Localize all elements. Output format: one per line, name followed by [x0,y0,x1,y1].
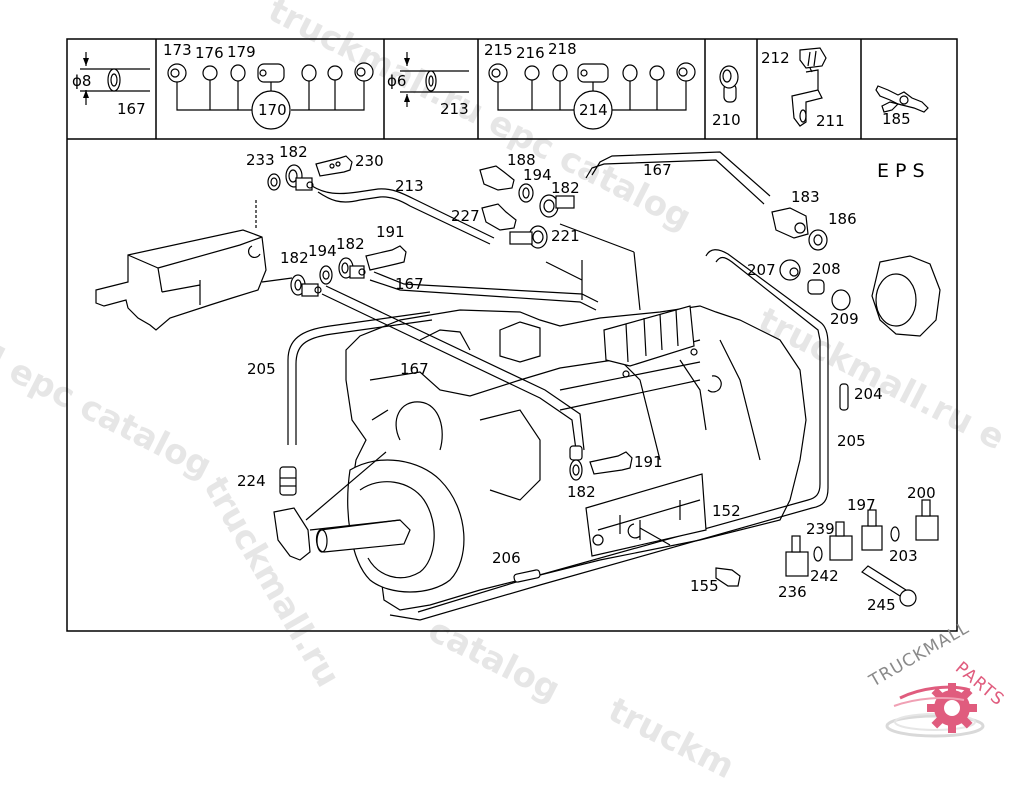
part-callout: 167 [400,360,429,378]
part-callout: 182 [551,179,580,197]
banjo-fitting-210-icon [719,65,739,103]
part-callout: 203 [889,547,918,565]
part-callout: 176 [195,44,224,62]
part-callout: 227 [451,207,480,225]
part-callout: 182 [279,143,308,161]
part-callout: 185 [882,110,911,128]
part-callout: 182 [280,249,309,267]
part-callout: 167 [117,100,146,118]
part-callout: 210 [712,111,741,129]
brand-logo: TRUCKMALL PARTS [860,618,1024,750]
part-callout: 230 [355,152,384,170]
fittings-group-5 [273,451,401,561]
part-callout: 245 [867,596,896,614]
pipe-8mm-icon [80,52,150,105]
fittings-group-4 [771,207,941,337]
distribution-block [545,223,698,378]
part-callout: 233 [246,151,275,169]
part-callout: 216 [516,44,545,62]
part-callout: 155 [690,577,719,595]
drawing-lines [66,38,958,632]
eps-pump-unit [95,200,293,331]
tee-connector-185-icon [875,85,929,113]
diameter-label: ϕ8 [72,72,92,90]
part-callout: 167 [395,275,424,293]
part-callout: 188 [507,151,536,169]
part-callout: 182 [336,235,365,253]
part-callout: 212 [761,49,790,67]
part-callout: 208 [812,260,841,278]
part-callout: 209 [830,310,859,328]
fittings-group-2 [290,245,407,297]
part-callout: 152 [712,502,741,520]
diameter-label: ϕ6 [387,72,407,90]
part-callout: 191 [376,223,405,241]
part-callout: 242 [810,567,839,585]
part-callout: 205 [247,360,276,378]
fittings-group-3 [479,165,575,249]
part-callout: 205 [837,432,866,450]
part-callout: 211 [816,112,845,130]
part-callout: 213 [395,177,424,195]
part-callout: 183 [791,188,820,206]
diagram-frame [66,38,958,632]
sleeve-204 [839,383,849,411]
part-callout: 194 [523,166,552,184]
part-callout: 206 [492,549,521,567]
part-callout: 182 [567,483,596,501]
bolt-155 [715,567,741,587]
fittings-group-7 [785,499,939,607]
fittings-group-6 [569,445,633,481]
kit-callout: 214 [579,101,608,119]
bracket-211-icon [791,47,827,127]
part-callout: 191 [634,453,663,471]
part-callout: 213 [440,100,469,118]
part-callout: 218 [548,40,577,58]
part-callout: 236 [778,583,807,601]
cover-plate-152 [585,473,707,557]
fitting-kit-170-icon [167,62,374,130]
part-callout: 239 [806,520,835,538]
part-callout: 186 [828,210,857,228]
part-callout: 167 [643,161,672,179]
pipe-6mm-icon [400,52,469,107]
part-callout: 173 [163,41,192,59]
flywheel-housing [315,459,465,593]
part-callout: 215 [484,41,513,59]
part-callout: 207 [747,261,776,279]
gear-icon [885,683,985,738]
part-callout: 179 [227,43,256,61]
part-callout: 224 [237,472,266,490]
part-callout: 204 [854,385,883,403]
diagram-title: EPS [877,160,931,182]
part-callout: 200 [907,484,936,502]
kit-callout: 170 [258,101,287,119]
fitting-kit-214-icon [488,62,696,130]
part-callout: 221 [551,227,580,245]
part-callout: 194 [308,242,337,260]
fittings-group-1 [267,155,353,191]
part-callout: 197 [847,496,876,514]
pin-206 [513,569,541,583]
